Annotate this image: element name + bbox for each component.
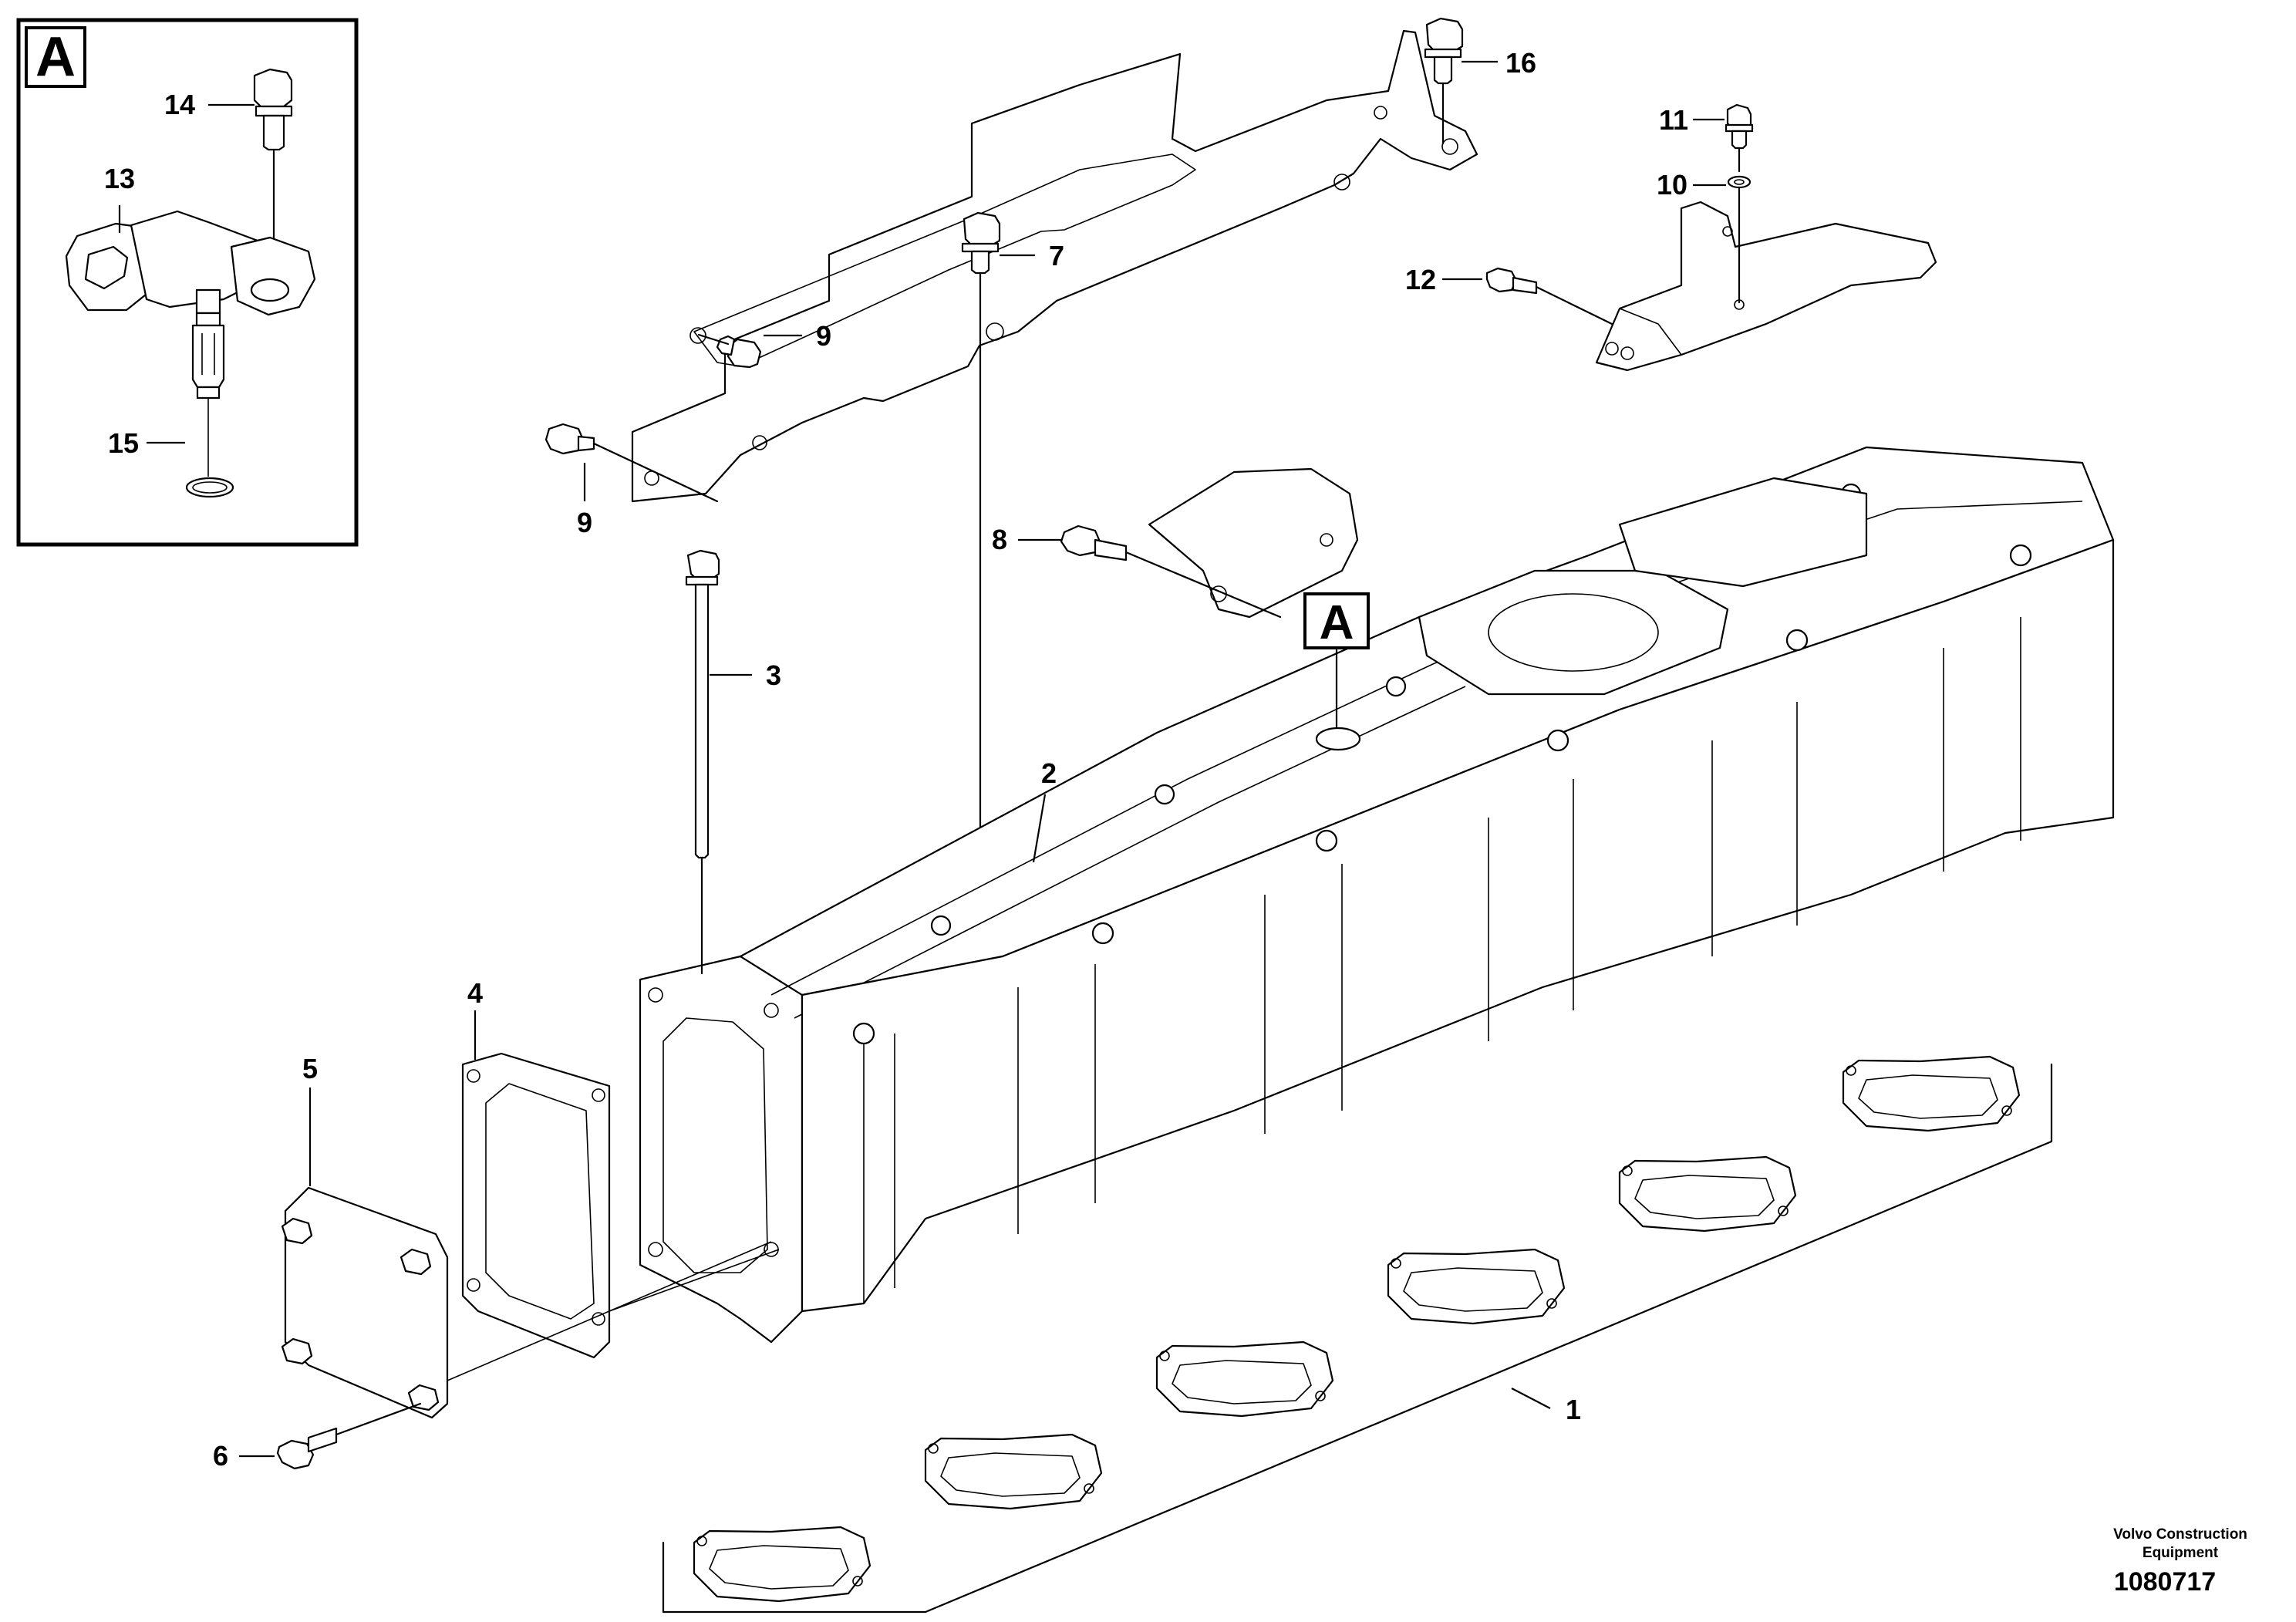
- bolt-9-lower: [544, 423, 719, 503]
- label-10: 10: [1657, 169, 1687, 201]
- gasket-1b: [924, 1433, 1103, 1510]
- detail-letter: A: [35, 26, 76, 88]
- detail-callout-letter: A: [1320, 596, 1354, 649]
- label-9-upper: 9: [816, 320, 831, 352]
- bolt-16: [1424, 17, 1464, 145]
- gasket-4: [461, 1052, 611, 1359]
- label-13: 13: [104, 163, 135, 194]
- bolt-8: [1060, 524, 1282, 619]
- manifold-gaskets-1: [662, 1055, 2053, 1614]
- manifold-ribs: [863, 617, 2021, 1303]
- bracket-top-right: [1595, 201, 1937, 372]
- bolt-11: [1725, 103, 1754, 173]
- explode-lines: [447, 1241, 780, 1381]
- gasket-1c: [1155, 1340, 1334, 1418]
- gasket-1f: [1842, 1055, 2021, 1132]
- label-3: 3: [766, 659, 781, 691]
- gasket-1d: [1387, 1248, 1566, 1325]
- bolt-6: [276, 1402, 422, 1470]
- label-2: 2: [1041, 757, 1057, 789]
- intake-manifold-2: [639, 446, 2115, 1344]
- label-1: 1: [1566, 1394, 1581, 1425]
- bolt-12: [1485, 267, 1613, 325]
- label-11: 11: [1659, 104, 1688, 136]
- long-bolt-3: [685, 549, 720, 975]
- label-16: 16: [1505, 47, 1536, 79]
- bolt-9-upper: [697, 333, 762, 369]
- detail-a-callout: A: [1303, 592, 1370, 729]
- detail-a-inset: A 14 13: [16, 18, 359, 547]
- company-name: Volvo Construction Equipment: [2113, 1526, 2247, 1561]
- gasket-1a: [693, 1526, 872, 1603]
- bolt-7: [961, 211, 1001, 864]
- manifold-studs: [852, 483, 2032, 1045]
- detail-letter-box: [25, 26, 86, 88]
- cover-bolts: [281, 1217, 440, 1411]
- label-9-lower: 9: [577, 507, 592, 538]
- cover-plate-5: [281, 1186, 449, 1419]
- label-14: 14: [164, 89, 195, 120]
- drawing-number: 1080717: [2113, 1567, 2217, 1597]
- gasket-1e: [1618, 1155, 1797, 1233]
- label-5: 5: [302, 1053, 318, 1084]
- label-4: 4: [467, 977, 483, 1009]
- label-7: 7: [1049, 240, 1064, 271]
- label-8: 8: [992, 524, 1007, 555]
- label-12: 12: [1405, 264, 1436, 295]
- o-ring-15: [185, 477, 234, 498]
- washer-10: [1727, 175, 1752, 304]
- label-6: 6: [213, 1440, 228, 1472]
- pressure-sensor-13: [65, 210, 316, 477]
- label-15: 15: [108, 427, 139, 459]
